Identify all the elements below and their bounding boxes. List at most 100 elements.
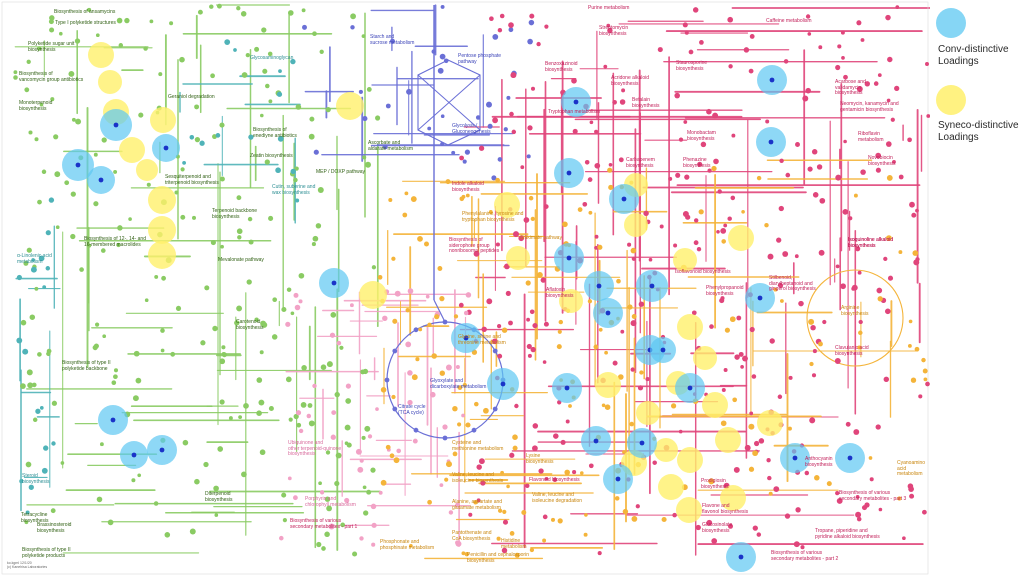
syneco-highlight-23: [757, 410, 783, 436]
syneco-highlight-7: [148, 216, 176, 244]
pathway-label[interactable]: Cysteine and methionine metabolism: [452, 440, 504, 452]
pathway-label[interactable]: Valine, leucine and isoleucine degradati…: [532, 492, 583, 504]
pathway-label[interactable]: Stilbenoid, diarylheptanoid and gingerol…: [769, 275, 816, 292]
pathway-label[interactable]: Terpenoid backbone biosynthesis: [212, 208, 258, 220]
pathway-label[interactable]: Caffeine metabolism: [766, 18, 812, 24]
pathway-label[interactable]: Pentose phosphate pathway: [458, 53, 502, 65]
pathway-label[interactable]: Neomycin, kanamycin and gentamicin biosy…: [840, 101, 899, 113]
pathway-label[interactable]: Alanine, aspartate and glutamate metabol…: [452, 499, 503, 511]
pathway-label[interactable]: Porphyrin and chlorophyll metabolism: [305, 496, 356, 508]
pathway-label[interactable]: Type I polyketide structures: [55, 20, 116, 26]
pathway-label[interactable]: Pantothenate and CoA biosynthesis: [452, 530, 492, 542]
pathway-label[interactable]: Biosynthesis of various secondary metabo…: [839, 490, 907, 502]
pathway-label[interactable]: Histidine metabolism: [501, 538, 527, 550]
pathway-label[interactable]: Staurosporine biosynthesis: [676, 60, 708, 72]
syneco-highlight-27: [677, 447, 703, 473]
pathway-label[interactable]: Glyoxylate and dicarboxylate metabolism: [430, 378, 487, 390]
pathway-label[interactable]: Monobactam biosynthesis: [687, 130, 716, 142]
pathway-label[interactable]: Glycolysis / Gluconeogenesis: [452, 123, 491, 135]
copyright-footer: ko.kgml 12/1/20 (c) Kanehisa Laboratorie…: [7, 561, 48, 569]
syneco-highlight-17: [673, 248, 697, 272]
pathway-label[interactable]: Starch and sucrose metabolism: [370, 34, 415, 46]
pathway-network: [0, 0, 930, 576]
pathway-label[interactable]: Flavonoid biosynthesis: [529, 477, 580, 483]
pathway-label[interactable]: Anthocyanin biosynthesis: [805, 456, 833, 468]
pathway-label[interactable]: Biosynthesis of enediyne antibiotics: [253, 127, 297, 139]
pathway-label[interactable]: Flavone and flavonol biosynthesis: [702, 503, 749, 515]
pathway-label[interactable]: Aflatoxin biosynthesis: [546, 287, 574, 299]
legend: Conv-distinctive Loadings Syneco-distinc…: [936, 0, 1024, 576]
pathway-label[interactable]: Isoquinoline alkaloid biosynthesis: [848, 237, 894, 249]
pathway-label[interactable]: Citrate cycle (TCA cycle): [398, 404, 426, 416]
pathway-label[interactable]: Penicillin and cephalosporin biosynthesi…: [467, 552, 529, 564]
pathway-label[interactable]: Biosynthesis of siderophore group nonrib…: [449, 237, 500, 254]
pathway-label[interactable]: Streptomycin biosynthesis: [599, 25, 629, 37]
syneco-highlight-24: [715, 427, 741, 453]
pathway-label[interactable]: Tropane, piperidine and pyridine alkaloi…: [815, 528, 880, 540]
syneco-highlight-11: [494, 192, 520, 218]
pathway-label[interactable]: Brassinosteroid biosynthesis: [37, 522, 72, 534]
syneco-highlight-16: [728, 225, 754, 251]
pathway-label[interactable]: Shikimate pathway: [520, 235, 562, 241]
syneco-highlight-0: [88, 42, 114, 68]
pathway-label[interactable]: Biosynthesis of type II polyketide produ…: [22, 547, 71, 559]
pathway-label[interactable]: Biosynthesis of vancomycin group antibio…: [19, 71, 84, 83]
pathway-label[interactable]: Isoquinoline alkaloid biosynthesis: [848, 237, 894, 249]
syneco-highlight-31: [636, 401, 660, 425]
pathway-label[interactable]: MEP / DOXP pathway: [316, 169, 366, 175]
pathway-label[interactable]: Tetracycline biosynthesis: [21, 512, 49, 524]
pathway-label[interactable]: Acridone alkaloid biosynthesis: [611, 75, 650, 87]
pathway-label[interactable]: Purine metabolism: [588, 5, 630, 11]
syneco-highlight-9: [336, 92, 364, 120]
pathway-label[interactable]: Glucosinolate biosynthesis: [702, 522, 733, 534]
pathway-label[interactable]: Diterpenoid biosynthesis: [205, 491, 233, 503]
pathway-label[interactable]: Phosphonate and phosphinate metabolism: [380, 539, 435, 551]
pathway-label[interactable]: α-Linolenic acid metabolism: [17, 253, 52, 265]
pathway-label[interactable]: Novobiocin biosynthesis: [868, 155, 896, 167]
pathway-label[interactable]: Cutin, suberine and wax biosynthesis: [272, 184, 316, 196]
compound-nodes: [13, 3, 930, 558]
syneco-highlight-13: [559, 289, 583, 313]
pathway-label[interactable]: Geraniol degradation: [168, 94, 215, 100]
pathway-label[interactable]: Glycosaminoglycan: [250, 55, 294, 61]
syneco-highlight-10: [359, 281, 387, 309]
syneco-legend-label: Syneco-distinctive Loadings: [938, 120, 1019, 143]
pathway-label[interactable]: Tryptophan metabolism: [548, 109, 601, 115]
pathway-label[interactable]: Glycine, serine and threonine metabolism: [458, 334, 506, 346]
pathway-label[interactable]: Ubiquinone and other terpenoid-quinone b…: [288, 440, 342, 457]
pathway-label[interactable]: Biosynthesis of ansamycins: [54, 9, 116, 15]
pathway-label[interactable]: Biosynthesis of 12-, 14- and 16-membered…: [84, 236, 146, 248]
pathway-label[interactable]: Valine, leucine and isoleucine biosynthe…: [452, 472, 504, 484]
pathway-label[interactable]: Isoflavonoid biosynthesis: [675, 269, 731, 275]
pathway-label[interactable]: Biosynthesis of various secondary metabo…: [771, 550, 839, 562]
pathway-label[interactable]: Lysine biosynthesis: [526, 453, 554, 465]
pathway-label[interactable]: Carbapenem biosynthesis: [626, 157, 655, 169]
pathway-label[interactable]: Steroid biosynthesis: [22, 473, 50, 485]
pathway-label[interactable]: Sesquiterpenoid and triterpenoid biosynt…: [165, 174, 219, 186]
pathway-label[interactable]: Phenazine biosynthesis: [683, 157, 711, 169]
pathway-label[interactable]: Monoterpenoid biosynthesis: [19, 100, 53, 112]
pathway-label[interactable]: Biosynthesis of various secondary metabo…: [290, 518, 358, 530]
pathway-label[interactable]: Carotenoid biosynthesis: [236, 319, 264, 331]
pathway-label[interactable]: Clavulanic acid biosynthesis: [835, 345, 869, 357]
syneco-highlight-4: [119, 137, 145, 163]
pathway-label[interactable]: Indole alkaloid biosynthesis: [452, 181, 484, 193]
pathway-label[interactable]: Ascorbate and aldarate metabolism: [368, 140, 414, 152]
pathway-label[interactable]: Prodigiosin biosynthesis: [701, 478, 729, 490]
loading-highlights: [62, 42, 865, 572]
pathway-label[interactable]: Phenylalanine, tyrosine and tryptophan b…: [462, 211, 524, 223]
pathway-label[interactable]: Biosynthesis of type II polyketide backb…: [62, 360, 111, 372]
pathway-label[interactable]: Betalain biosynthesis: [632, 97, 660, 109]
pathway-label[interactable]: Polyketide sugar unit biosynthesis: [28, 41, 75, 53]
pathway-label[interactable]: Cyanoamino acid metabolism: [897, 460, 926, 477]
syneco-highlight-1: [98, 70, 122, 94]
pathway-label[interactable]: Mevalonate pathway: [218, 257, 264, 263]
pathway-label[interactable]: Phenylpropanoid biosynthesis: [706, 285, 744, 297]
pathway-label[interactable]: Zeatin biosynthesis: [250, 153, 293, 159]
pathway-label[interactable]: Arginine biosynthesis: [841, 305, 869, 317]
pathway-label[interactable]: Benzoxazinoid biosynthesis: [545, 61, 578, 73]
syneco-highlight-15: [624, 213, 648, 237]
pathway-label[interactable]: Riboflavin metabolism: [858, 131, 884, 143]
pathway-label[interactable]: Acarbose and validamycin biosynthesis: [835, 79, 866, 96]
